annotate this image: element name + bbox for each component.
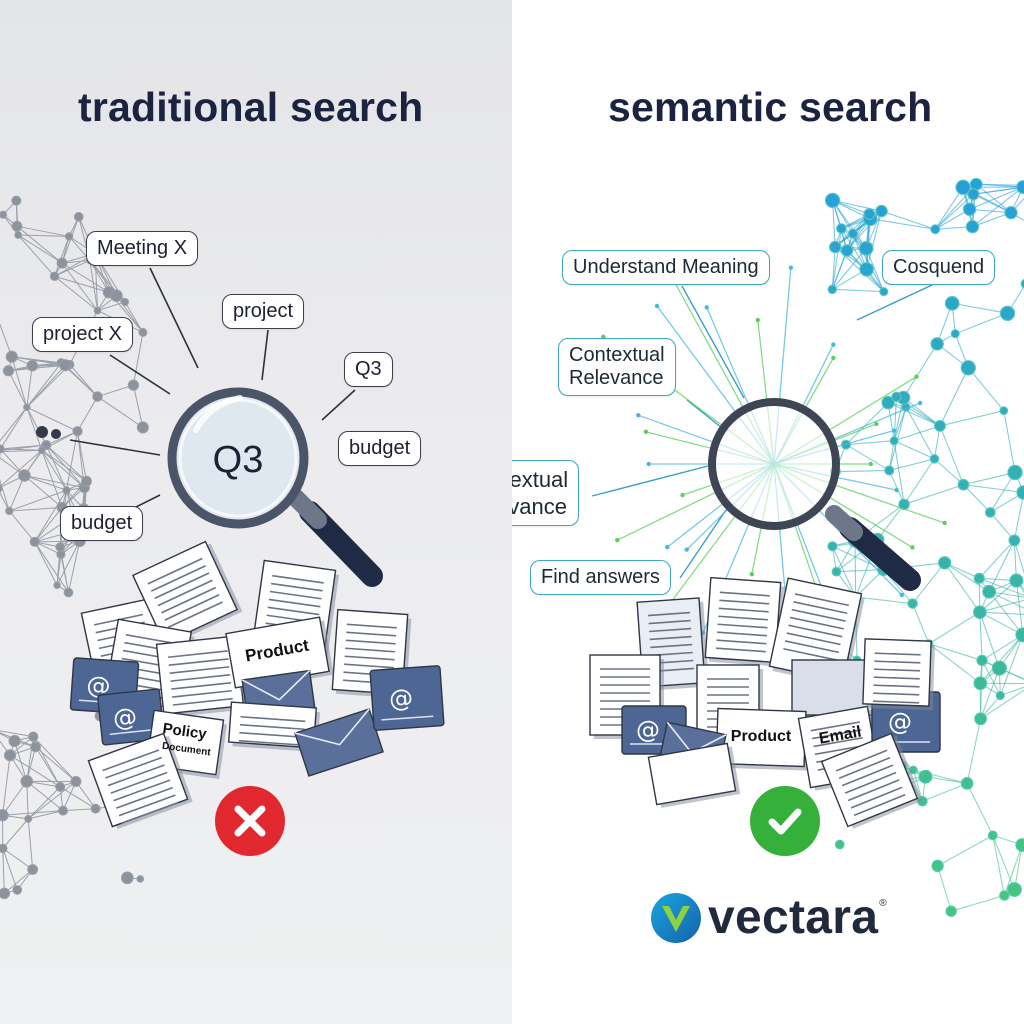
svg-text:@: @ (112, 702, 139, 732)
registered-mark: ® (879, 898, 887, 909)
pointer-left-node (69, 439, 161, 456)
svg-text:@: @ (636, 716, 660, 744)
traditional-search-title: traditional search (78, 84, 424, 130)
magnifier-icon-right (708, 398, 921, 591)
vectara-wordmark: vectara (708, 891, 879, 944)
left-document-pile: @@@ (69, 540, 445, 829)
vectara-mark-icon (651, 892, 701, 943)
doc-label-policy: Policy (162, 720, 209, 743)
svg-text:@: @ (888, 708, 912, 736)
pointer-q3 (321, 389, 356, 421)
check-icon (750, 786, 820, 856)
bubble-contextual-relevance-left: Contextual Relevance (512, 460, 580, 526)
cross-icon (215, 786, 285, 856)
highlight-node (36, 426, 48, 438)
doc-label-product-right: Product (731, 728, 792, 745)
bubble-understand-meaning: Understand Meaning (562, 250, 770, 285)
magnifier-icon (167, 387, 383, 587)
left-network-diagram: Q3 @@@ Product Policy Document (0, 195, 445, 900)
bubble-budget-right: budget (338, 431, 422, 466)
pointer-project (261, 329, 269, 381)
svg-text:@: @ (388, 684, 414, 714)
bubble-q3: Q3 (344, 352, 393, 387)
bubble-project-x: project X (32, 317, 133, 352)
bubble-project: project (222, 294, 305, 329)
semantic-search-panel: @@ Product Email semantic search Underst… (512, 0, 1024, 1024)
bubble-cosquend: Cosquend (882, 250, 996, 285)
bubble-find-answers: Find answers (530, 560, 671, 595)
right-document-pile: @@ (589, 576, 941, 829)
pointer-meeting (149, 267, 199, 369)
vectara-logo: vectara® (650, 890, 887, 945)
bubble-contextual-relevance-top: Contextual Relevance (558, 338, 676, 396)
right-network-diagram: @@ Product Email (589, 177, 1024, 917)
traditional-search-panel: Q3 @@@ Product Policy Document tradition… (0, 0, 512, 1024)
lens-text: Q3 (213, 439, 264, 481)
semantic-search-title: semantic search (608, 84, 933, 130)
bubble-budget-left: budget (60, 506, 144, 541)
bubble-meeting-x: Meeting X (86, 231, 199, 266)
pointer-projectx (109, 354, 171, 395)
